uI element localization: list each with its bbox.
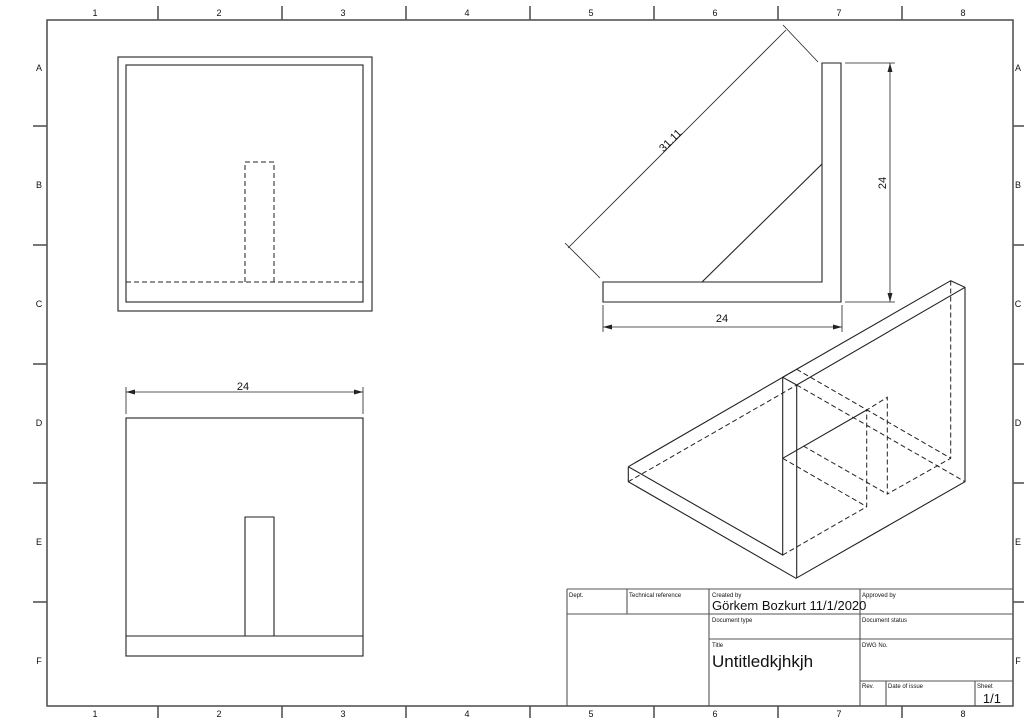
row-label: F <box>36 656 42 666</box>
side-view-outline <box>602 62 842 303</box>
row-label: E <box>1015 537 1021 547</box>
border-ticks <box>33 6 1024 718</box>
top-view <box>117 56 373 312</box>
row-label: B <box>1015 180 1021 190</box>
created-by-label: Created by <box>712 593 741 599</box>
drawing-frame <box>46 19 1014 707</box>
created-by-value: Görkem Bozkurt 11/1/2020 <box>712 598 866 613</box>
doc-type-label: Document type <box>712 618 753 624</box>
title-block: Dept. Technical reference Created by Gör… <box>566 588 1013 706</box>
approved-by-label: Approved by <box>862 593 896 599</box>
column-label: 1 <box>92 8 97 18</box>
title-value: Untitledkjhkjh <box>712 652 813 671</box>
row-label: C <box>36 299 43 309</box>
row-label: C <box>1015 299 1022 309</box>
diagonal-dimension <box>564 24 819 279</box>
column-label: 4 <box>464 709 469 719</box>
front-width-dimension <box>125 387 364 414</box>
side-width-dimension <box>602 305 843 332</box>
column-label: 7 <box>836 709 841 719</box>
isometric-hidden-edges <box>628 280 966 556</box>
isometric-view <box>627 280 966 579</box>
column-label: 3 <box>340 709 345 719</box>
column-label: 2 <box>216 709 221 719</box>
height-dimension-label: 24 <box>877 177 889 189</box>
dwg-no-label: DWG No. <box>862 643 888 649</box>
column-label: 5 <box>588 709 593 719</box>
sheet-label: Sheet <box>977 684 993 690</box>
column-label: 6 <box>712 8 717 18</box>
tech-ref-label: Technical reference <box>629 593 682 599</box>
side-view-gusset-edge <box>701 163 823 283</box>
row-label: D <box>1015 418 1022 428</box>
row-label: A <box>36 63 42 73</box>
column-label: 4 <box>464 8 469 18</box>
dept-label: Dept. <box>569 593 584 599</box>
diagonal-dimension-label: 31.11 <box>657 127 684 154</box>
front-view-outline <box>125 417 364 657</box>
top-view-hidden-lines <box>126 161 363 283</box>
front-width-label: 24 <box>237 381 249 393</box>
column-label: 5 <box>588 8 593 18</box>
front-view: 24 <box>125 381 364 657</box>
row-label: D <box>36 418 43 428</box>
date-of-issue-label: Date of issue <box>888 684 924 690</box>
front-view-edges <box>126 516 363 637</box>
sheet-value: 1/1 <box>983 691 1001 706</box>
doc-status-label: Document status <box>862 618 907 624</box>
row-label: E <box>36 537 42 547</box>
rev-label: Rev. <box>862 684 874 690</box>
column-label: 6 <box>712 709 717 719</box>
column-label: 1 <box>92 709 97 719</box>
title-label: Title <box>712 643 724 649</box>
side-view: 31.11 24 24 <box>564 24 895 332</box>
column-label: 8 <box>960 8 965 18</box>
row-label: A <box>1015 63 1021 73</box>
row-label: F <box>1015 656 1021 666</box>
isometric-edges <box>627 280 966 579</box>
height-dimension <box>845 62 895 303</box>
column-label: 2 <box>216 8 221 18</box>
row-label: B <box>36 180 42 190</box>
side-width-label: 24 <box>716 313 728 325</box>
top-view-outer <box>117 56 373 312</box>
column-label: 7 <box>836 8 841 18</box>
top-view-inner <box>125 64 364 303</box>
column-label: 8 <box>960 709 965 719</box>
column-label: 3 <box>340 8 345 18</box>
